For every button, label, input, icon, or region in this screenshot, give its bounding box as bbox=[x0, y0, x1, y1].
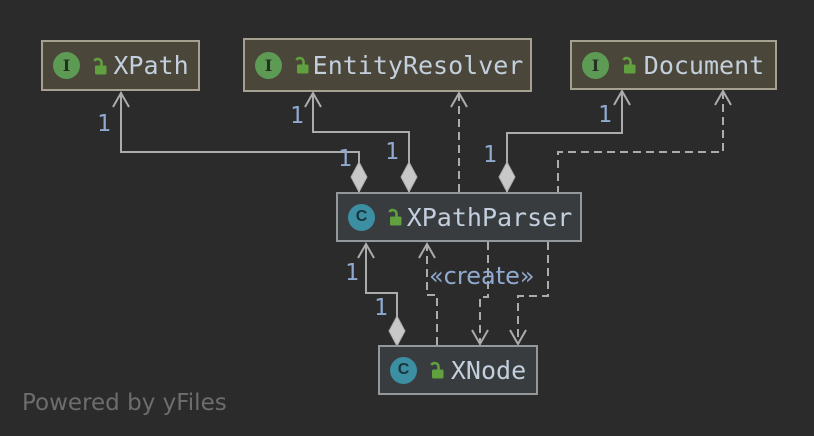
node-title: EntityResolver bbox=[312, 50, 524, 80]
interface-icon: I bbox=[582, 51, 609, 79]
edge-xpathparser-xpath-aggregation[interactable] bbox=[112, 90, 368, 194]
open-lock-icon bbox=[93, 57, 107, 74]
interface-node-entityresolver[interactable]: I EntityResolver bbox=[243, 38, 532, 92]
class-icon: C bbox=[348, 203, 375, 231]
create-stereotype-label: «create» bbox=[429, 262, 535, 290]
class-node-xnode[interactable]: C XNode bbox=[378, 345, 538, 395]
node-title: Document bbox=[643, 50, 765, 80]
interface-node-document[interactable]: I Document bbox=[570, 40, 777, 90]
open-lock-icon bbox=[622, 56, 636, 74]
node-title: XPathParser bbox=[406, 202, 573, 232]
edge-xnode-xpathparser-dependency[interactable] bbox=[418, 241, 438, 345]
interface-node-xpath[interactable]: I XPath bbox=[41, 40, 200, 91]
multiplicity-label: 1 bbox=[374, 295, 388, 321]
open-lock-icon bbox=[430, 361, 444, 379]
multiplicity-label: 1 bbox=[338, 146, 352, 172]
class-node-xpathparser[interactable]: C XPathParser bbox=[336, 192, 582, 242]
multiplicity-label: 1 bbox=[345, 260, 359, 286]
edge-xpathparser-entityresolver-dependency[interactable] bbox=[450, 90, 468, 192]
node-title: XPath bbox=[113, 51, 189, 80]
yfiles-watermark: Powered by yFiles bbox=[22, 390, 227, 416]
class-icon: C bbox=[390, 356, 417, 384]
node-title: XNode bbox=[450, 355, 527, 385]
edge-xpathparser-document-aggregation[interactable] bbox=[498, 88, 631, 194]
multiplicity-label: 1 bbox=[97, 111, 111, 137]
open-lock-icon bbox=[388, 208, 402, 226]
interface-icon: I bbox=[53, 52, 80, 79]
multiplicity-label: 1 bbox=[290, 103, 304, 129]
multiplicity-label: 1 bbox=[598, 102, 612, 128]
multiplicity-label: 1 bbox=[385, 139, 399, 165]
edge-xpathparser-xnode-create-2[interactable] bbox=[509, 242, 549, 347]
edge-xpathparser-document-dependency[interactable] bbox=[557, 88, 732, 192]
interface-icon: I bbox=[255, 51, 282, 79]
open-lock-icon bbox=[295, 56, 309, 74]
multiplicity-label: 1 bbox=[483, 142, 497, 168]
edge-xpathparser-xnode-create-1[interactable] bbox=[471, 242, 489, 347]
edge-xpathparser-entityresolver-aggregation[interactable] bbox=[304, 90, 418, 194]
